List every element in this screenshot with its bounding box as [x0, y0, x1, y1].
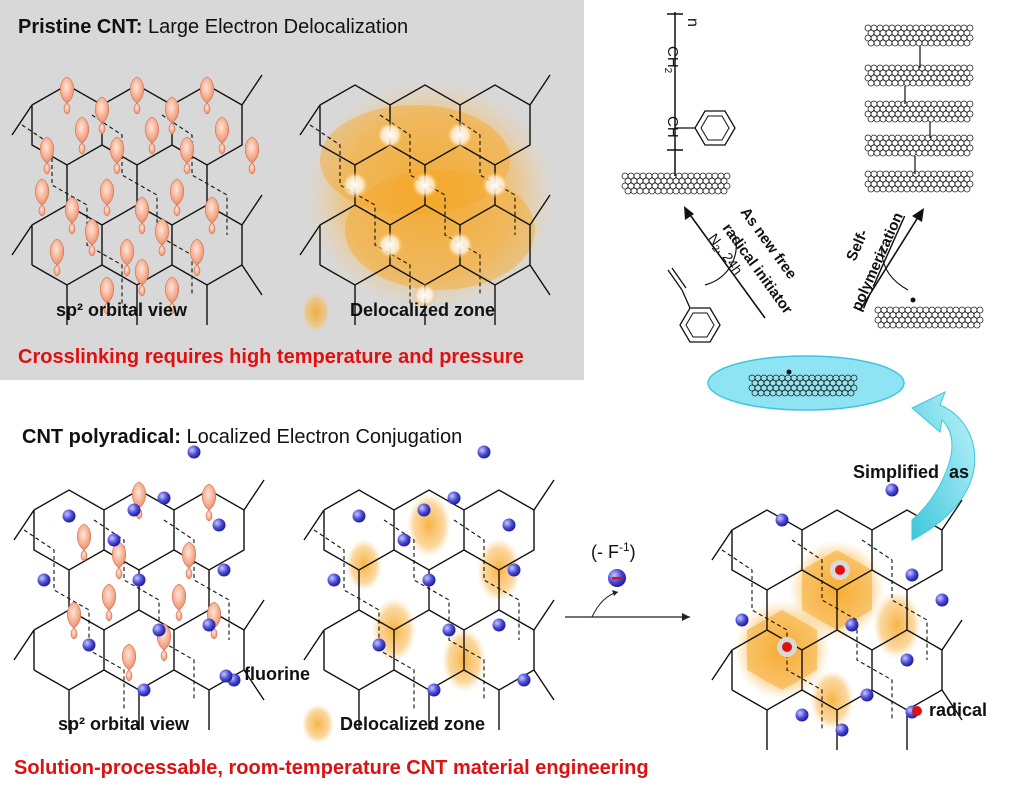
pristine-orbital-lattice [11, 74, 263, 326]
polyradical-orbital-lattice [13, 445, 265, 731]
deloc-legend-blob-bottom [302, 704, 334, 744]
pristine-delocalized-lattice [299, 74, 555, 326]
polyradical-delocalized-lattice [303, 445, 555, 731]
ch2-label: CH2 [662, 46, 681, 74]
radical-centers [777, 560, 850, 657]
pristine-orbital-label: sp² orbital view [56, 300, 188, 320]
polyradical-orbital-label: sp² orbital view [58, 714, 190, 734]
crosslinked-cnt-stack [864, 24, 974, 193]
ch-label: CH [664, 116, 681, 138]
fluorine-label: fluorine [244, 664, 310, 684]
grafted-polystyrene-cnt [621, 12, 736, 195]
simplified-curved-arrow [911, 390, 976, 541]
initiator-arrow [684, 206, 766, 319]
styrene-monomer [667, 234, 737, 343]
defluorination-arrow [565, 569, 690, 621]
polymer-n-label: n [684, 18, 701, 27]
radical-legend-dot [912, 706, 922, 716]
pristine-deloc-label: Delocalized zone [350, 300, 496, 320]
fluorine-legend-icon [219, 669, 233, 683]
self-polymerization-arrow [859, 208, 984, 329]
polyradical-caption: Solution-processable, room-temperature C… [14, 757, 649, 779]
polyradical-title: CNT polyradical: Localized Electron Conj… [22, 426, 463, 448]
deloc-legend-blob-top [302, 292, 330, 332]
fluoride-loss-label: (- F-1) [591, 540, 636, 562]
pristine-caption: Crosslinking requires high temperature a… [18, 346, 524, 368]
polyradical-deloc-label: Delocalized zone [340, 714, 486, 734]
localized-zones [346, 493, 521, 692]
pristine-title: Pristine CNT: Large Electron Delocalizat… [18, 16, 409, 38]
radical-lattice [711, 483, 963, 751]
simplified-label: Simplified as [853, 462, 970, 482]
delocalized-holes [341, 121, 509, 307]
selfpoly-label-1: Self- [843, 227, 872, 264]
sp2-orbitals [34, 76, 260, 315]
radical-label: radical [929, 700, 988, 720]
